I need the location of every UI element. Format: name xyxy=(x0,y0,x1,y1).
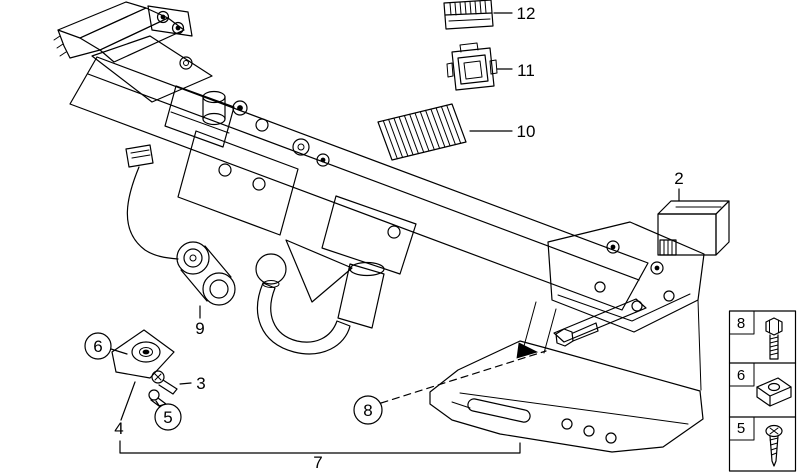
tow-ball-swan-neck xyxy=(255,253,351,355)
callout-label-6: 6 xyxy=(93,337,102,356)
callout-label-5: 5 xyxy=(163,408,172,427)
callout-label-11: 11 xyxy=(517,61,535,80)
callouts: 12 11 10 2 9 6 3 5 xyxy=(84,4,684,472)
callout-label-2: 2 xyxy=(674,169,683,188)
callout-label-8: 8 xyxy=(363,401,372,420)
beam-clamp xyxy=(164,85,235,148)
hitch-mechanism xyxy=(177,90,417,329)
screw-part-3 xyxy=(151,370,178,395)
callout-11: 11 xyxy=(496,61,535,80)
callout-label-10: 10 xyxy=(517,122,536,141)
legend-item-5: 5 xyxy=(737,420,783,467)
lever-arm xyxy=(553,298,647,347)
legend-number-8: 8 xyxy=(737,315,745,332)
legend-item-6: 6 xyxy=(737,367,792,407)
callout-12: 12 xyxy=(493,4,536,23)
wiring-harness-socket xyxy=(125,144,236,306)
legend-number-6: 6 xyxy=(737,367,745,384)
callout-8: 8 xyxy=(353,350,547,425)
callout-10: 10 xyxy=(469,122,536,141)
legend-number-5: 5 xyxy=(737,420,745,437)
legend-panel: 8 6 5 xyxy=(728,310,797,472)
callout-circle-6 xyxy=(84,332,112,360)
callout-label-7: 7 xyxy=(313,453,322,472)
callout-5: 5 xyxy=(154,400,182,431)
callout-label-3: 3 xyxy=(196,374,205,393)
callout-circle-5 xyxy=(154,403,182,431)
pin-connector-part xyxy=(443,0,494,30)
legend-item-8: 8 xyxy=(737,315,783,360)
callout-7: 7 xyxy=(119,440,521,472)
lower-support-bracket xyxy=(429,340,704,453)
callout-4: 4 xyxy=(114,381,136,438)
amplifier-module-part xyxy=(377,103,467,161)
grommet-holder xyxy=(111,329,175,379)
hex-bolt-icon xyxy=(765,317,783,360)
callout-2: 2 xyxy=(674,169,684,202)
bumper-section-drawing xyxy=(53,1,213,103)
control-module-part xyxy=(657,200,730,256)
callout-circle-8 xyxy=(353,395,383,425)
link-strut xyxy=(523,299,702,391)
callout-label-12: 12 xyxy=(517,4,536,23)
tapping-screw-icon xyxy=(765,424,783,467)
callout-3: 3 xyxy=(179,374,206,393)
socket-housing-part xyxy=(446,42,498,91)
mounting-bracket xyxy=(547,221,705,333)
callout-6: 6 xyxy=(84,332,128,360)
callout-9: 9 xyxy=(195,305,205,338)
clip-nut-icon xyxy=(756,377,792,407)
cross-member-beam xyxy=(69,56,649,311)
callout-label-4: 4 xyxy=(114,419,123,438)
callout-label-9: 9 xyxy=(195,319,204,338)
legend-outer-box xyxy=(728,310,797,472)
